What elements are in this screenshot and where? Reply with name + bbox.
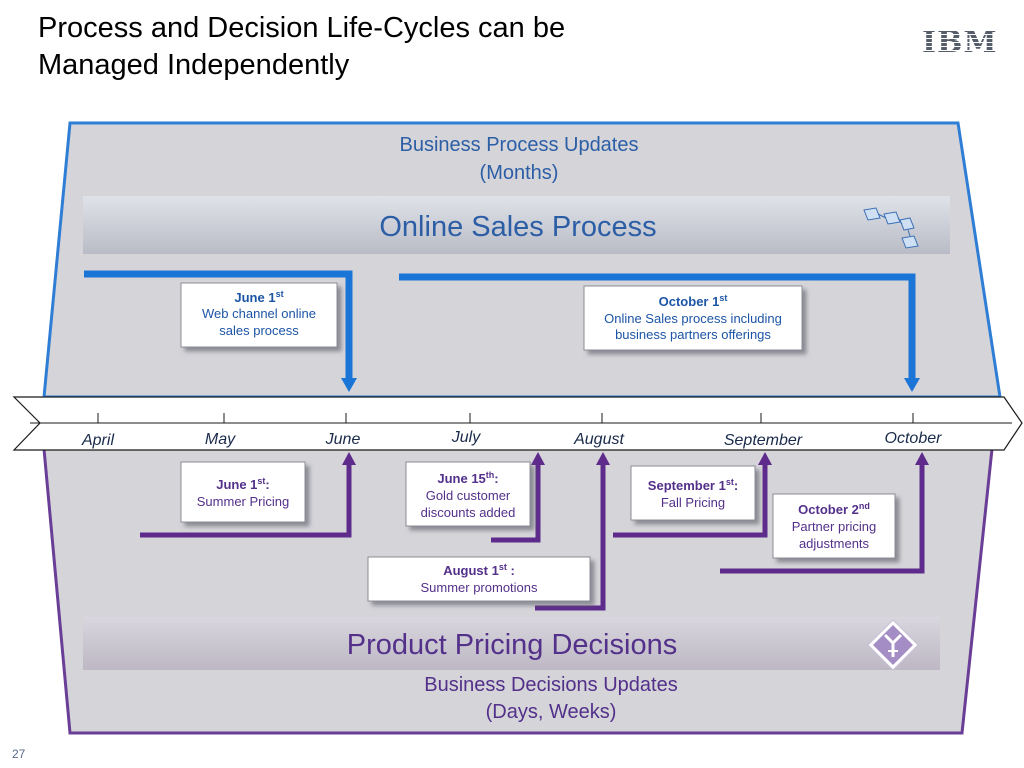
page-number: 27	[12, 747, 26, 761]
decision-event-date: June 15th:	[437, 470, 498, 486]
decision-event-line-1: Summer Pricing	[197, 494, 289, 509]
process-event-line-1: Web channel online	[202, 306, 316, 321]
decision-banner-label: Product Pricing Decisions	[347, 629, 677, 661]
date-superscript: th	[486, 470, 495, 480]
decision-event-line-1: Summer promotions	[420, 580, 538, 595]
process-connector-june	[84, 270, 357, 392]
slide-title: Process and Decision Life-Cycles can be …	[38, 10, 738, 84]
decision-event-line-1: Fall Pricing	[661, 495, 725, 510]
process-header-line-2: (Months)	[480, 162, 559, 184]
decision-tree-icon	[867, 619, 919, 671]
decision-connector-june-15	[491, 452, 545, 543]
decision-event-october-2: October 2nd Partner pricing adjustments	[772, 493, 896, 559]
date-suffix: :	[734, 478, 738, 493]
process-event-june-1: June 1st Web channel online sales proces…	[180, 282, 338, 348]
process-banner-label: Online Sales Process	[379, 211, 656, 243]
date-suffix: :	[265, 477, 269, 492]
date-superscript: st	[726, 477, 734, 487]
timeline-ticks	[97, 413, 914, 423]
title-line-2: Managed Independently	[38, 49, 350, 81]
decision-event-line-2: adjustments	[799, 536, 870, 551]
decision-event-line-2: discounts added	[421, 505, 516, 520]
decision-event-date: June 1st:	[216, 476, 270, 492]
month-label-may: May	[205, 431, 236, 448]
decision-event-date: August 1st :	[443, 562, 515, 578]
decision-connector-august-1	[535, 452, 610, 611]
month-label-august: August	[573, 431, 624, 448]
process-event-october-1: October 1st Online Sales process includi…	[583, 285, 803, 351]
decision-event-june-1: June 1st: Summer Pricing	[180, 461, 306, 523]
process-event-date: October 1st	[659, 293, 728, 309]
process-event-date: June 1st	[234, 289, 283, 305]
process-event-line-2: business partners offerings	[615, 327, 771, 342]
date-superscript: st	[276, 289, 284, 299]
date-superscript: st	[719, 293, 727, 303]
month-label-april: April	[81, 432, 114, 449]
date-suffix: :	[494, 471, 498, 486]
process-event-line-2: sales process	[219, 323, 299, 338]
decision-footer-line-2: (Days, Weeks)	[486, 701, 617, 723]
month-label-october: October	[885, 430, 943, 447]
date-superscript: st	[499, 562, 507, 572]
process-header-line-1: Business Process Updates	[399, 134, 638, 156]
decision-footer-line-1: Business Decisions Updates	[424, 674, 677, 696]
decision-event-date: September 1st:	[648, 477, 738, 493]
date-superscript: nd	[859, 501, 870, 511]
process-banner	[83, 196, 950, 254]
decision-event-september-1: September 1st: Fall Pricing	[630, 465, 756, 521]
timeline-labels: April May June July August September Oct…	[81, 429, 942, 449]
decision-connector-june-1	[140, 452, 356, 538]
decision-event-date: October 2nd	[798, 501, 870, 517]
month-label-june: June	[325, 431, 361, 448]
date-suffix: :	[507, 563, 515, 578]
decision-connector-september-1	[613, 452, 772, 538]
decision-connector-october-2	[720, 452, 929, 574]
process-connector-october	[399, 273, 920, 392]
date-superscript: st	[257, 476, 265, 486]
title-line-1: Process and Decision Life-Cycles can be	[38, 12, 566, 44]
decision-banner	[83, 617, 940, 670]
process-flow-icon	[863, 207, 919, 249]
decision-event-line-1: Gold customer	[426, 488, 511, 503]
month-label-july: July	[451, 429, 481, 446]
decision-event-august-1: August 1st : Summer promotions	[367, 556, 591, 602]
month-label-september: September	[724, 432, 803, 449]
decision-event-june-15: June 15th: Gold customer discounts added	[405, 461, 531, 527]
process-event-line-1: Online Sales process including	[604, 311, 782, 326]
decision-event-line-1: Partner pricing	[792, 519, 877, 534]
